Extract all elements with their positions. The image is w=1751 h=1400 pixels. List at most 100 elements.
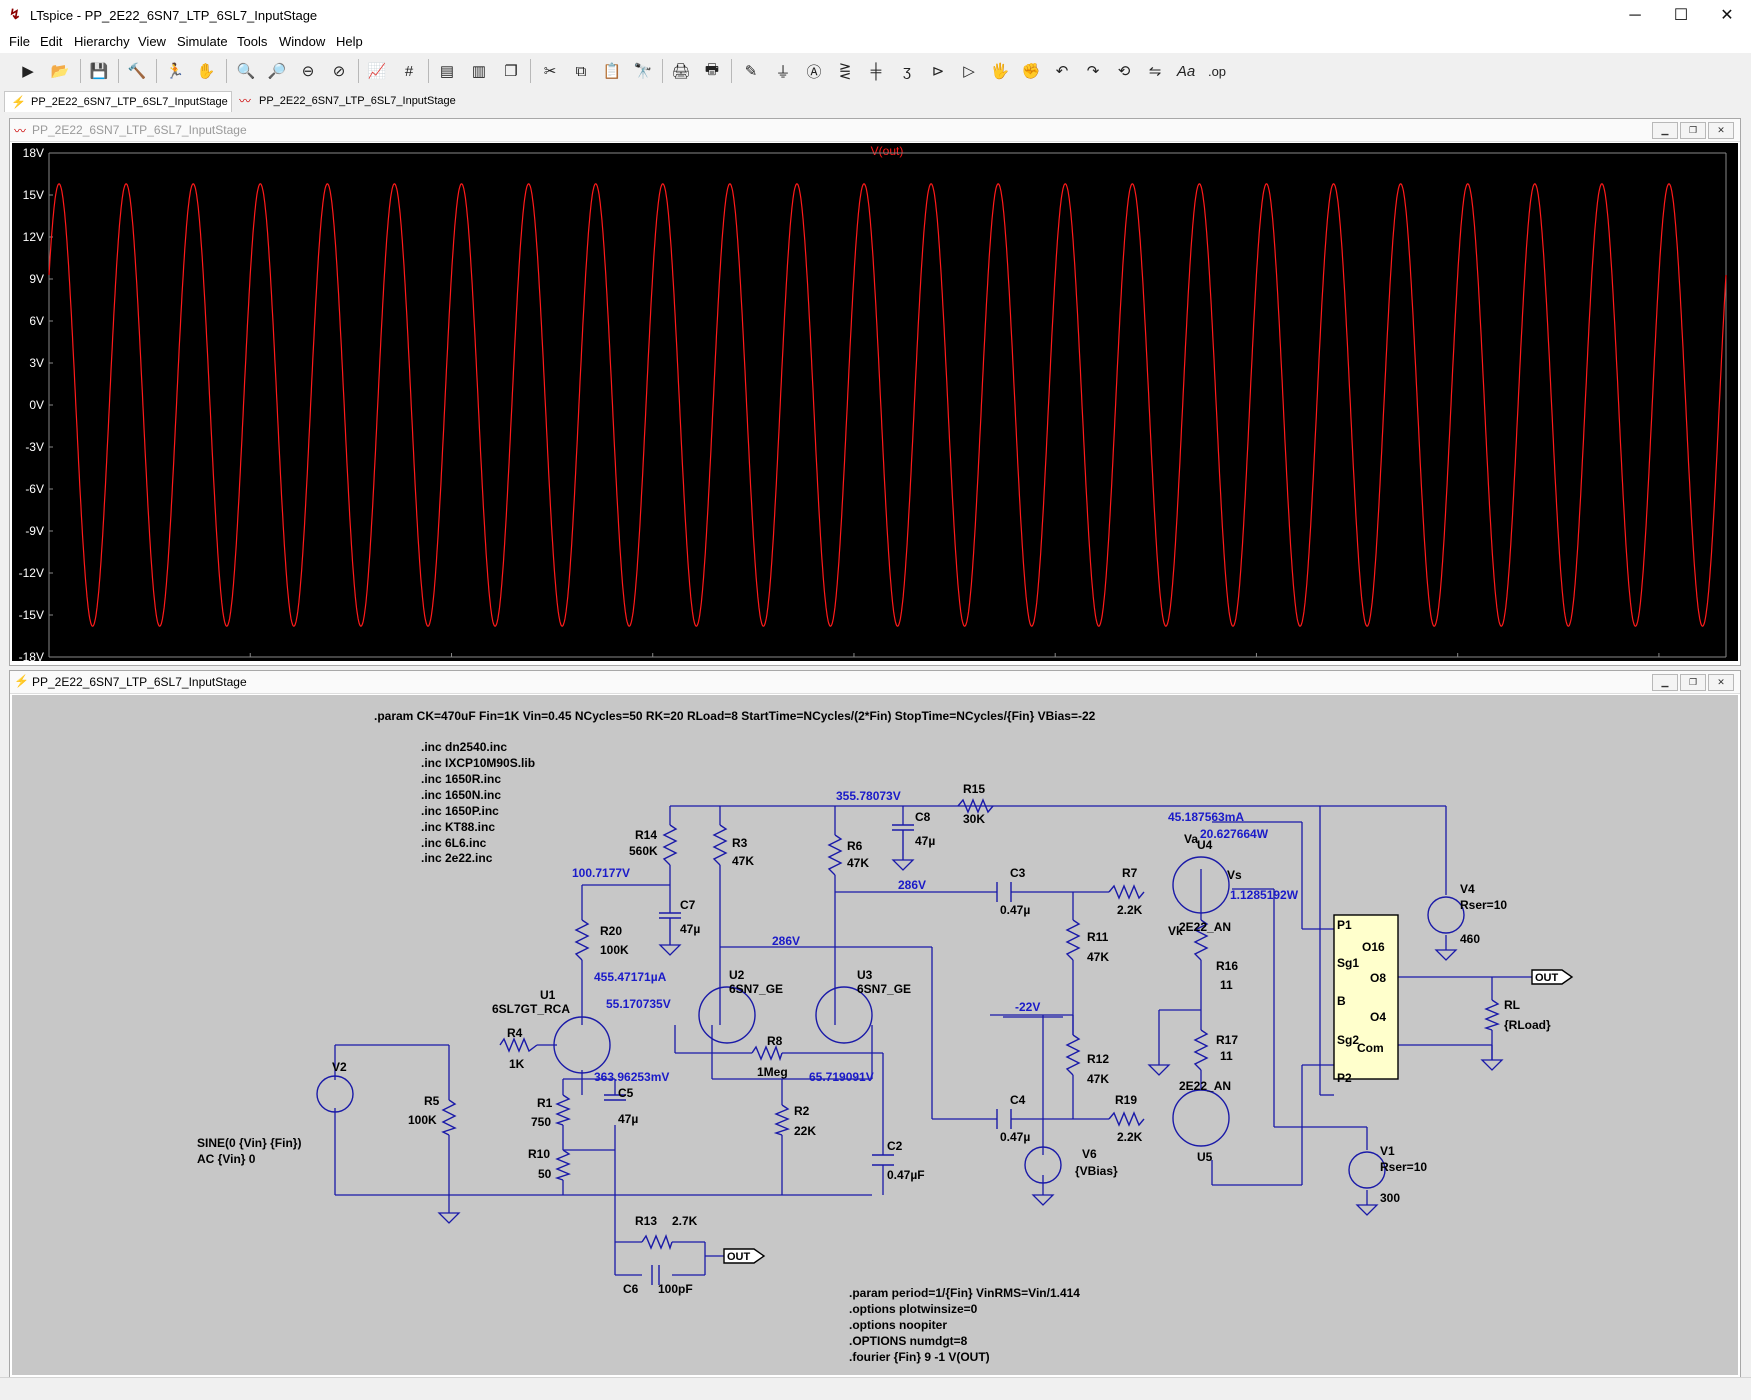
op-voltage[interactable]: 286V [898,878,926,892]
resistor-r15[interactable] [957,798,994,814]
value-rl[interactable]: {RLoad} [1504,1018,1551,1032]
diode-icon[interactable]: ⊳ [931,63,945,80]
value-r20[interactable]: 100K [600,943,629,957]
value-c4[interactable]: 0.47µ [1000,1130,1030,1144]
resistor-r3[interactable] [712,824,728,866]
draw-wire-icon[interactable]: ✎ [744,63,758,80]
value-v1-rser[interactable]: Rser=10 [1380,1160,1427,1174]
value-c6[interactable]: 100pF [658,1282,693,1296]
label-r20[interactable]: R20 [600,924,622,938]
capacitor-c2[interactable] [872,1154,894,1166]
resistor-r11[interactable] [1065,919,1081,961]
value-r19[interactable]: 2.2K [1117,1130,1143,1144]
label-u2[interactable]: U2 [729,968,745,982]
label-u5[interactable]: U5 [1197,1150,1213,1164]
resistor-r5[interactable] [441,1099,457,1136]
capacitor-c8[interactable] [892,824,914,860]
run-icon[interactable]: ▶ [22,63,34,80]
label-u4[interactable]: U4 [1197,838,1213,852]
menu-view[interactable]: View [138,34,166,49]
capacitor-c7[interactable] [659,912,681,945]
print-icon[interactable]: 🖶 [704,60,720,78]
op-voltage[interactable]: 100.7177V [572,866,630,880]
capacitor-c3[interactable] [996,882,1012,902]
op-voltage[interactable]: 363.96253mV [594,1070,669,1084]
trace-label[interactable]: V(out) [871,144,904,158]
label-v6[interactable]: V6 [1082,1147,1097,1161]
menu-edit[interactable]: Edit [40,34,63,49]
resistor-r13[interactable] [641,1234,673,1251]
value-c8[interactable]: 47µ [915,834,935,848]
zoom-out-icon[interactable]: ⊖ [301,63,315,80]
zoom-in-icon[interactable]: 🔍 [236,63,256,80]
undo-icon[interactable]: ↶ [1055,63,1069,80]
save-icon[interactable]: 💾 [89,63,109,80]
window-close-button[interactable]: ✕ [1708,674,1734,691]
op-current[interactable]: 455.47171µA [594,970,667,984]
window-minimize-button[interactable]: ▁ [1652,122,1678,139]
close-button[interactable]: ✕ [1720,7,1734,24]
component-icon[interactable]: ▷ [963,63,975,80]
op-power[interactable]: 1.1285192W [1230,888,1299,902]
value-r5[interactable]: 100K [408,1113,437,1127]
source-v2[interactable] [316,1075,354,1113]
value-u2[interactable]: 6SN7_GE [729,982,783,996]
value-r13[interactable]: 2.7K [672,1214,698,1228]
label-c8[interactable]: C8 [915,810,931,824]
label-r14[interactable]: R14 [635,828,657,842]
include-directive[interactable]: .inc KT88.inc [421,820,495,834]
resistor-r6[interactable] [827,834,843,876]
value-r14[interactable]: 560K [629,844,658,858]
label-u1[interactable]: U1 [540,988,556,1002]
capacitor-c6[interactable] [651,1265,660,1285]
source-v1[interactable] [1348,1151,1386,1189]
inductor-icon[interactable]: ʒ [902,62,912,80]
value-r7[interactable]: 2.2K [1117,903,1143,917]
window-close-button[interactable]: ✕ [1708,122,1734,139]
value-r12[interactable]: 47K [1087,1072,1109,1086]
value-u1[interactable]: 6SL7GT_RCA [492,1002,570,1016]
resistor-r8[interactable] [751,1045,783,1062]
include-directive[interactable]: .inc 1650P.inc [421,804,499,818]
redo-icon[interactable]: ↷ [1086,63,1100,80]
resistor-icon[interactable]: ⋛ [838,63,852,80]
resistor-r1[interactable] [554,1094,571,1126]
menu-hierarchy[interactable]: Hierarchy [74,34,130,49]
window-restore-button[interactable]: ❐ [1680,122,1706,139]
label-r6[interactable]: R6 [847,839,863,853]
tile-vertical-icon[interactable]: ▥ [471,63,487,80]
op-current[interactable]: 45.187563mA [1168,810,1244,824]
value-v4-rser[interactable]: Rser=10 [1460,898,1507,912]
rotate-icon[interactable]: ⟲ [1117,63,1131,80]
tile-horizontal-icon[interactable]: ▤ [439,63,455,80]
label-r3[interactable]: R3 [732,836,748,850]
resistor-r2[interactable] [773,1104,790,1136]
tube-u3[interactable] [815,986,873,1044]
grid-icon[interactable]: # [404,62,414,80]
tube-u2[interactable] [698,986,756,1044]
resistor-r19[interactable] [1108,1111,1145,1127]
value-u4[interactable]: 2E22_AN [1179,920,1231,934]
include-directive[interactable]: .inc 1650N.inc [421,788,501,802]
find-icon[interactable]: 🔭 [633,63,653,80]
label-r4[interactable]: R4 [507,1026,523,1040]
value-v6[interactable]: {VBias} [1075,1164,1118,1178]
maximize-button[interactable]: ☐ [1673,7,1689,24]
copy-icon[interactable]: ⧉ [575,62,587,80]
op-power[interactable]: 20.627664W [1200,827,1269,841]
tube-u5[interactable] [1172,1089,1230,1147]
resistor-r12[interactable] [1065,1034,1081,1076]
out-port-feedback[interactable] [723,1248,766,1264]
resistor-r7[interactable] [1108,884,1145,900]
value-c2[interactable]: 0.47µF [887,1168,925,1182]
value-c7[interactable]: 47µ [680,922,700,936]
value-v1[interactable]: 300 [1380,1191,1400,1205]
menu-simulate[interactable]: Simulate [177,34,228,49]
op-voltage[interactable]: 286V [772,934,800,948]
label-c3[interactable]: C3 [1010,866,1026,880]
value-r6[interactable]: 47K [847,856,869,870]
resistor-r14[interactable] [662,824,678,866]
paste-icon[interactable]: 📋 [602,63,622,80]
op-voltage[interactable]: 355.78073V [836,789,901,803]
label-r8[interactable]: R8 [767,1034,783,1048]
